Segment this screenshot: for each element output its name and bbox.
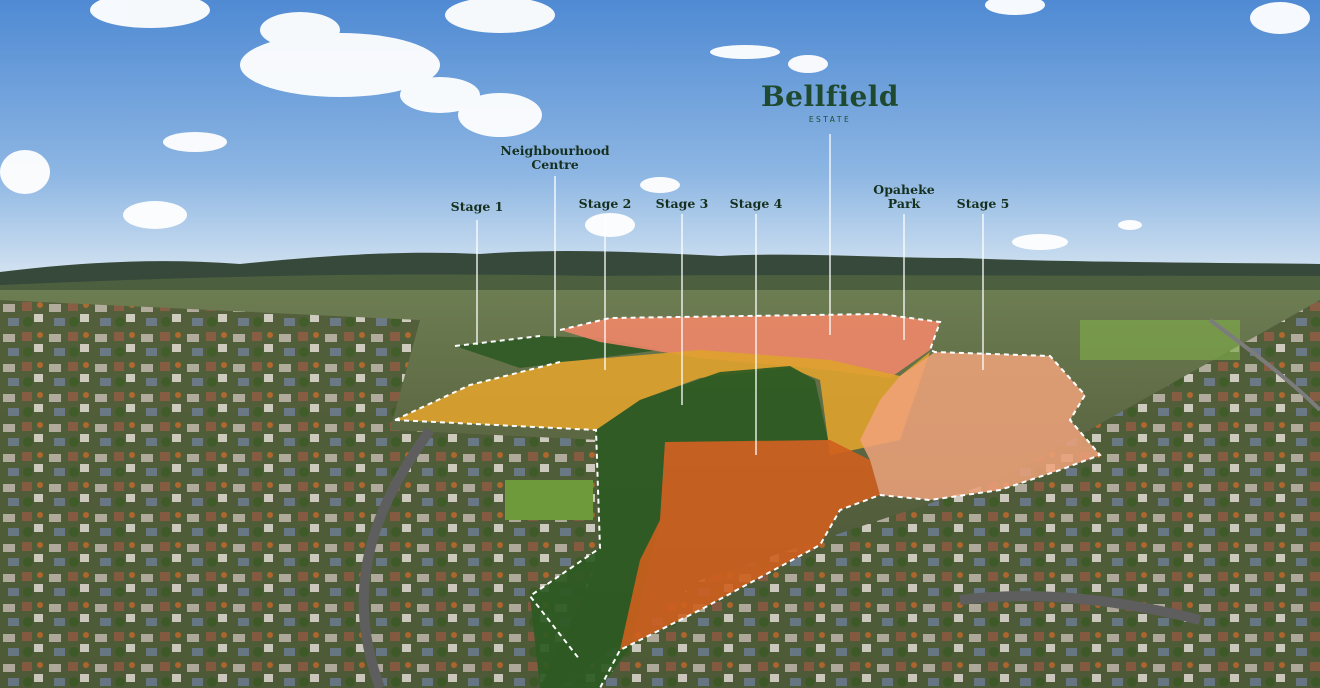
label-stage-3: Stage 3 xyxy=(655,196,709,211)
brand-name: Bellfield xyxy=(761,80,899,113)
label-stage-5: Stage 5 xyxy=(956,196,1010,211)
opaheke-park-area xyxy=(560,314,940,378)
brand-logo: Bellfield ESTATE xyxy=(761,80,899,124)
label-stage-2: Stage 2 xyxy=(578,196,632,211)
stage3-area xyxy=(530,366,828,688)
brand-subtitle: ESTATE xyxy=(808,115,852,124)
label-opaheke-park: Opaheke Park xyxy=(873,182,935,211)
stage2-area xyxy=(395,350,930,455)
stage5-area xyxy=(860,352,1100,500)
stage1-area xyxy=(455,336,660,368)
label-neighbourhood-centre: Neighbourhood Centre xyxy=(500,143,610,172)
label-stage-1: Stage 1 xyxy=(450,199,504,214)
label-stage-4: Stage 4 xyxy=(729,196,783,211)
stage4-area xyxy=(620,440,880,650)
